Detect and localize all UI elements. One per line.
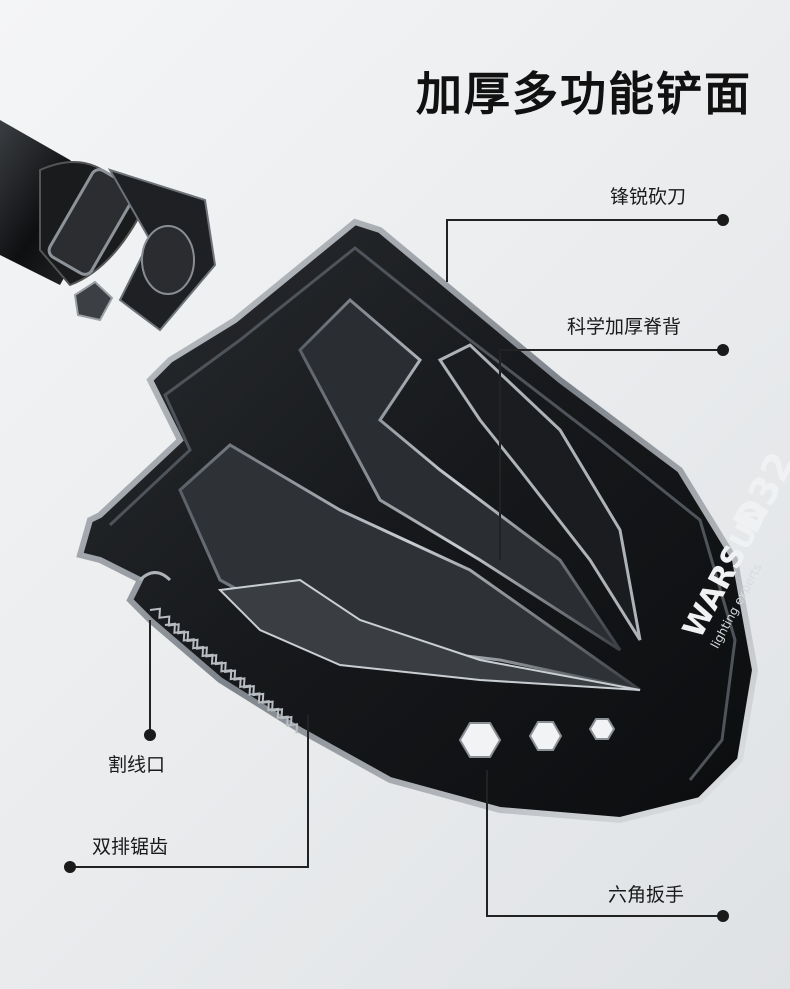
callout-dots (64, 214, 729, 922)
callout-dot-saw (64, 861, 76, 873)
callout-line-spine (499, 349, 723, 560)
hex-hole-small (588, 718, 616, 740)
callout-line-saw (70, 715, 309, 868)
callout-lines (70, 219, 723, 917)
callout-label-wrench: 六角扳手 (608, 884, 685, 906)
saw-teeth (149, 607, 299, 734)
callout-label-saw: 双排锯齿 (92, 836, 169, 858)
hex-hole-medium (528, 721, 563, 751)
callout-line-wrench (486, 770, 723, 917)
callout-line-edge (446, 219, 723, 282)
callout-dot-wrench (717, 910, 729, 922)
callout-dot-edge (717, 214, 729, 226)
blade (76, 218, 759, 824)
callout-label-spine: 科学加厚脊背 (567, 316, 682, 338)
callout-dot-spine (717, 344, 729, 356)
page-title: 加厚多功能铲面 (416, 67, 752, 121)
handle (0, 120, 217, 332)
hex-wrench-holes (458, 718, 616, 758)
hex-hole-large (458, 722, 502, 758)
callout-dot-cut (144, 729, 156, 741)
callout-label-edge: 锋锐砍刀 (610, 186, 687, 208)
callout-label-cut: 割线口 (108, 754, 166, 776)
